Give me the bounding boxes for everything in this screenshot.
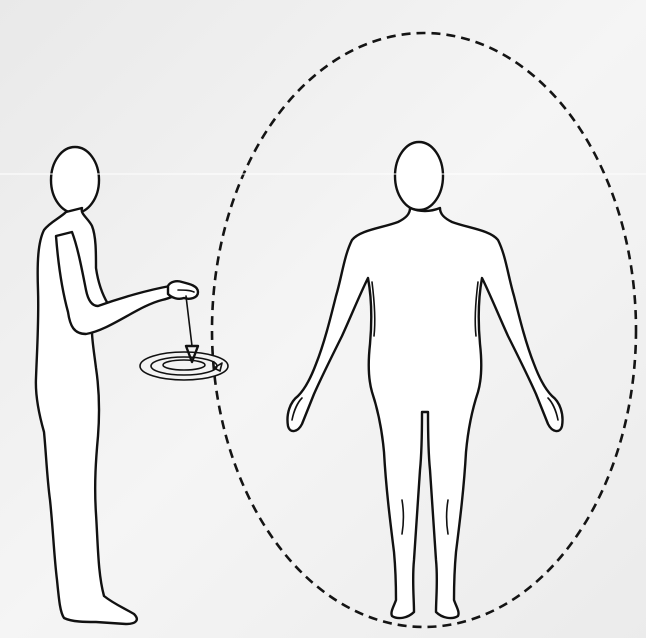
subject-head <box>395 142 443 210</box>
page-edge <box>646 0 654 638</box>
dowser-head <box>51 147 99 213</box>
